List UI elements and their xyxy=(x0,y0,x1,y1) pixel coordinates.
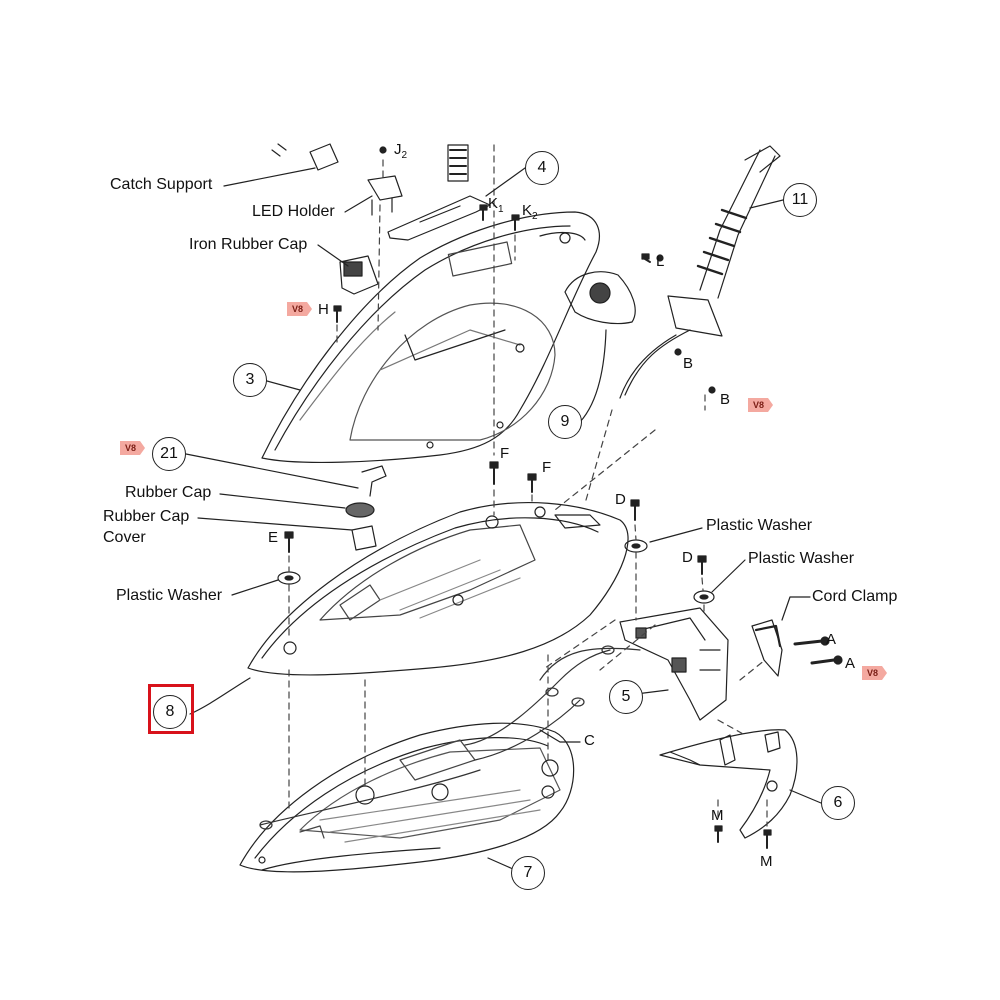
label-cord-clamp: Cord Clamp xyxy=(812,588,900,606)
rubber-cap-part xyxy=(345,502,375,518)
callout-21: 21 xyxy=(152,437,186,471)
label-catch-support: Catch Support xyxy=(110,176,213,193)
v8-badge-a: V8 xyxy=(862,666,888,680)
screw-label-f2: F xyxy=(542,459,552,476)
callout-6: 6 xyxy=(821,786,855,820)
screw-label-m2: M xyxy=(760,853,773,870)
screw-k2-sub: 2 xyxy=(532,211,538,222)
callout-8: 8 xyxy=(153,695,187,729)
iron-rubber-cap-part xyxy=(339,255,379,295)
part-11-cord xyxy=(619,145,781,399)
part-5-rear-bracket xyxy=(619,607,729,721)
wires xyxy=(259,645,641,830)
label-led-holder: LED Holder xyxy=(252,203,335,220)
part-8-inner-housing xyxy=(247,501,629,676)
screw-label-a2: A xyxy=(845,655,856,672)
highlight-part-8 xyxy=(148,684,194,734)
rubber-cap-cover-part xyxy=(351,525,377,551)
leader-lines xyxy=(185,167,822,870)
spring-part xyxy=(447,144,469,182)
label-rubber-cap: Rubber Cap xyxy=(125,484,212,501)
screw-label-h: H xyxy=(318,301,329,318)
part-7-soleplate xyxy=(239,722,575,873)
screw-label-d2: D xyxy=(682,549,693,566)
v8-badge-b: V8 xyxy=(748,398,774,412)
label-rubber-cap-cover-line2: Cover xyxy=(103,529,146,546)
screw-label-e: E xyxy=(268,529,279,546)
v8-badge-h: V8 xyxy=(287,302,313,316)
label-plastic-washer-1: Plastic Washer xyxy=(706,517,813,534)
callout-11: 11 xyxy=(783,183,817,217)
callout-7: 7 xyxy=(511,856,545,890)
part-21-pin xyxy=(361,465,387,497)
part-9-dial xyxy=(564,271,636,325)
part-6-rear-cover xyxy=(659,729,798,839)
screw-label-a1: A xyxy=(826,631,837,648)
screw-label-b1: B xyxy=(683,355,694,372)
label-plastic-washer-left: Plastic Washer xyxy=(116,587,223,604)
label-plastic-washer-2: Plastic Washer xyxy=(748,550,855,567)
label-rubber-cap-cover-line1: Rubber Cap xyxy=(103,508,190,525)
part-4-bracket xyxy=(387,195,491,241)
callout-4: 4 xyxy=(525,151,559,185)
callout-9: 9 xyxy=(548,405,582,439)
screw-k2-letter: K xyxy=(522,202,533,219)
callout-5: 5 xyxy=(609,680,643,714)
screw-label-f1: F xyxy=(500,445,510,462)
screws-a xyxy=(793,636,843,665)
label-iron-rubber-cap: Iron Rubber Cap xyxy=(189,236,308,253)
cord-clamp-part xyxy=(751,619,783,677)
screw-j-sub: 2 xyxy=(401,150,408,161)
callout-3: 3 xyxy=(233,363,267,397)
screw-label-k2: K2 xyxy=(522,202,538,223)
screw-label-k1: K1 xyxy=(488,195,504,216)
v8-badge-21: V8 xyxy=(120,441,146,455)
screw-label-m1: M xyxy=(711,807,724,824)
label-cord-clamp-text: Cord Clamp xyxy=(812,588,898,605)
screw-k1-letter: K xyxy=(488,195,499,212)
screw-label-b2: B xyxy=(720,391,731,408)
catch-support-part xyxy=(271,143,339,171)
screw-label-j2: J2 xyxy=(394,141,408,162)
small-screws xyxy=(284,204,772,849)
screw-j-letter: J xyxy=(394,141,402,158)
screw-label-c: C xyxy=(584,732,595,749)
handle-top-cover xyxy=(261,211,600,463)
screw-label-d1: D xyxy=(615,491,626,508)
screw-k1-sub: 1 xyxy=(498,204,504,215)
screw-label-l: L xyxy=(656,253,665,270)
led-holder-part xyxy=(367,146,403,216)
alignment-lines xyxy=(288,144,768,827)
